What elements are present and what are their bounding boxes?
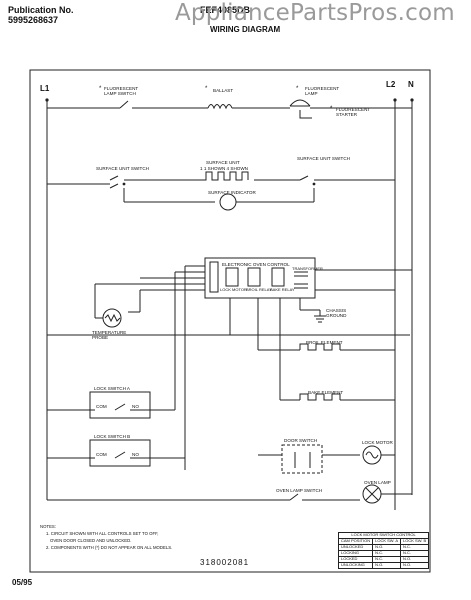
- notes-title: NOTES:: [40, 524, 56, 529]
- lock-switch-b-com: COM: [96, 452, 107, 457]
- lock-table-cell: UNLOCKING: [337, 562, 374, 569]
- part-number: 318002081: [200, 558, 250, 567]
- lock-motor-relay-label: LOCK MOTOR: [220, 287, 247, 292]
- lock-table-cell: N.O.: [400, 562, 430, 569]
- oven-lamp-label: OVEN LAMP: [364, 480, 391, 485]
- surface-unit-switch-left-label: SURFACE UNIT SWITCH: [96, 166, 150, 171]
- lock-switch-a-com: COM: [96, 404, 107, 409]
- asterisk-marker: *: [99, 86, 102, 92]
- bake-relay-label: BAKE RELAY: [270, 287, 295, 292]
- diagram-title: WIRING DIAGRAM: [210, 25, 281, 34]
- lock-switch-a-label: LOCK SWITCH A: [94, 386, 130, 391]
- ballast-label: BALLAST: [213, 88, 234, 93]
- broil-relay: [247, 267, 261, 287]
- fluorescent-lamp-switch-label: FLUORESCENT LAMP SWITCH: [104, 86, 139, 96]
- fluorescent-lamp-label: FLUORESCENT LAMP: [305, 86, 340, 96]
- frame: [29, 69, 431, 573]
- watermark: AppliancePartsPros.com: [175, 0, 455, 26]
- fluorescent-starter-label: FLUORESCENT STARTER: [336, 107, 371, 117]
- door-switch-label: DOOR SWITCH: [284, 438, 318, 443]
- publication-number: 5995268637: [8, 15, 59, 25]
- lock-switch-b-label: LOCK SWITCH B: [94, 434, 131, 439]
- lock-switch-a-box: [89, 391, 151, 419]
- asterisk-marker: *: [205, 86, 208, 92]
- surface-indicator-label: SURFACE INDICATOR: [208, 190, 256, 195]
- lock-table-cell: N.O.: [372, 562, 402, 569]
- date-code: 05/95: [12, 578, 33, 587]
- lock-switch-b-box: [89, 439, 151, 467]
- lock-motor-table: LOCK MOTOR SWITCH CONTROL CAM POSITION L…: [337, 532, 430, 569]
- transformer-label: TRANSFORMER: [292, 266, 323, 271]
- oven-lamp-switch-label: OVEN LAMP SWITCH: [276, 488, 323, 493]
- surface-unit-switch-right-label: SURFACE UNIT SWITCH: [297, 156, 351, 161]
- surface-unit-sublabel: 1 1 SHOWN 4 SHOWN: [200, 166, 248, 171]
- line-label-l2: L2: [386, 80, 396, 89]
- asterisk-marker: *: [330, 106, 333, 112]
- lock-switch-b-no: NO: [132, 452, 139, 457]
- model-number: FEF4085DB: [200, 5, 251, 15]
- temperature-probe-label: TEMPERATURE PROBE: [92, 330, 127, 340]
- bake-relay: [271, 267, 285, 287]
- notes-line-3: 2. COMPONENTS WITH (*) DO NOT APPEAR ON …: [46, 545, 173, 550]
- oven-control-label: ELECTRONIC OVEN CONTROL: [222, 262, 290, 267]
- notes-line-1: 1. CIRCUIT SHOWN WITH ALL CONTROLS SET T…: [46, 531, 159, 536]
- lock-switch-a-no: NO: [132, 404, 139, 409]
- publication-label: Publication No.: [8, 5, 74, 15]
- broil-relay-label: BROIL RELAY: [246, 287, 272, 292]
- notes-line-2: OVEN DOOR CLOSED AND UNLOCKED.: [50, 538, 132, 543]
- chassis-ground-label: CHASSIS GROUND: [326, 308, 347, 318]
- bake-element-label: BAKE ELEMENT: [308, 390, 344, 395]
- door-switch-box: [281, 444, 323, 474]
- lock-motor-label: LOCK MOTOR: [362, 440, 393, 445]
- surface-unit-label: SURFACE UNIT: [206, 160, 240, 165]
- asterisk-marker: *: [296, 86, 299, 92]
- surface-indicator-lamp: [219, 193, 237, 211]
- line-label-n: N: [408, 80, 414, 89]
- line-label-l1: L1: [40, 84, 50, 93]
- lock-motor-relay: [225, 267, 239, 287]
- broil-element-label: BROIL ELEMENT: [306, 340, 343, 345]
